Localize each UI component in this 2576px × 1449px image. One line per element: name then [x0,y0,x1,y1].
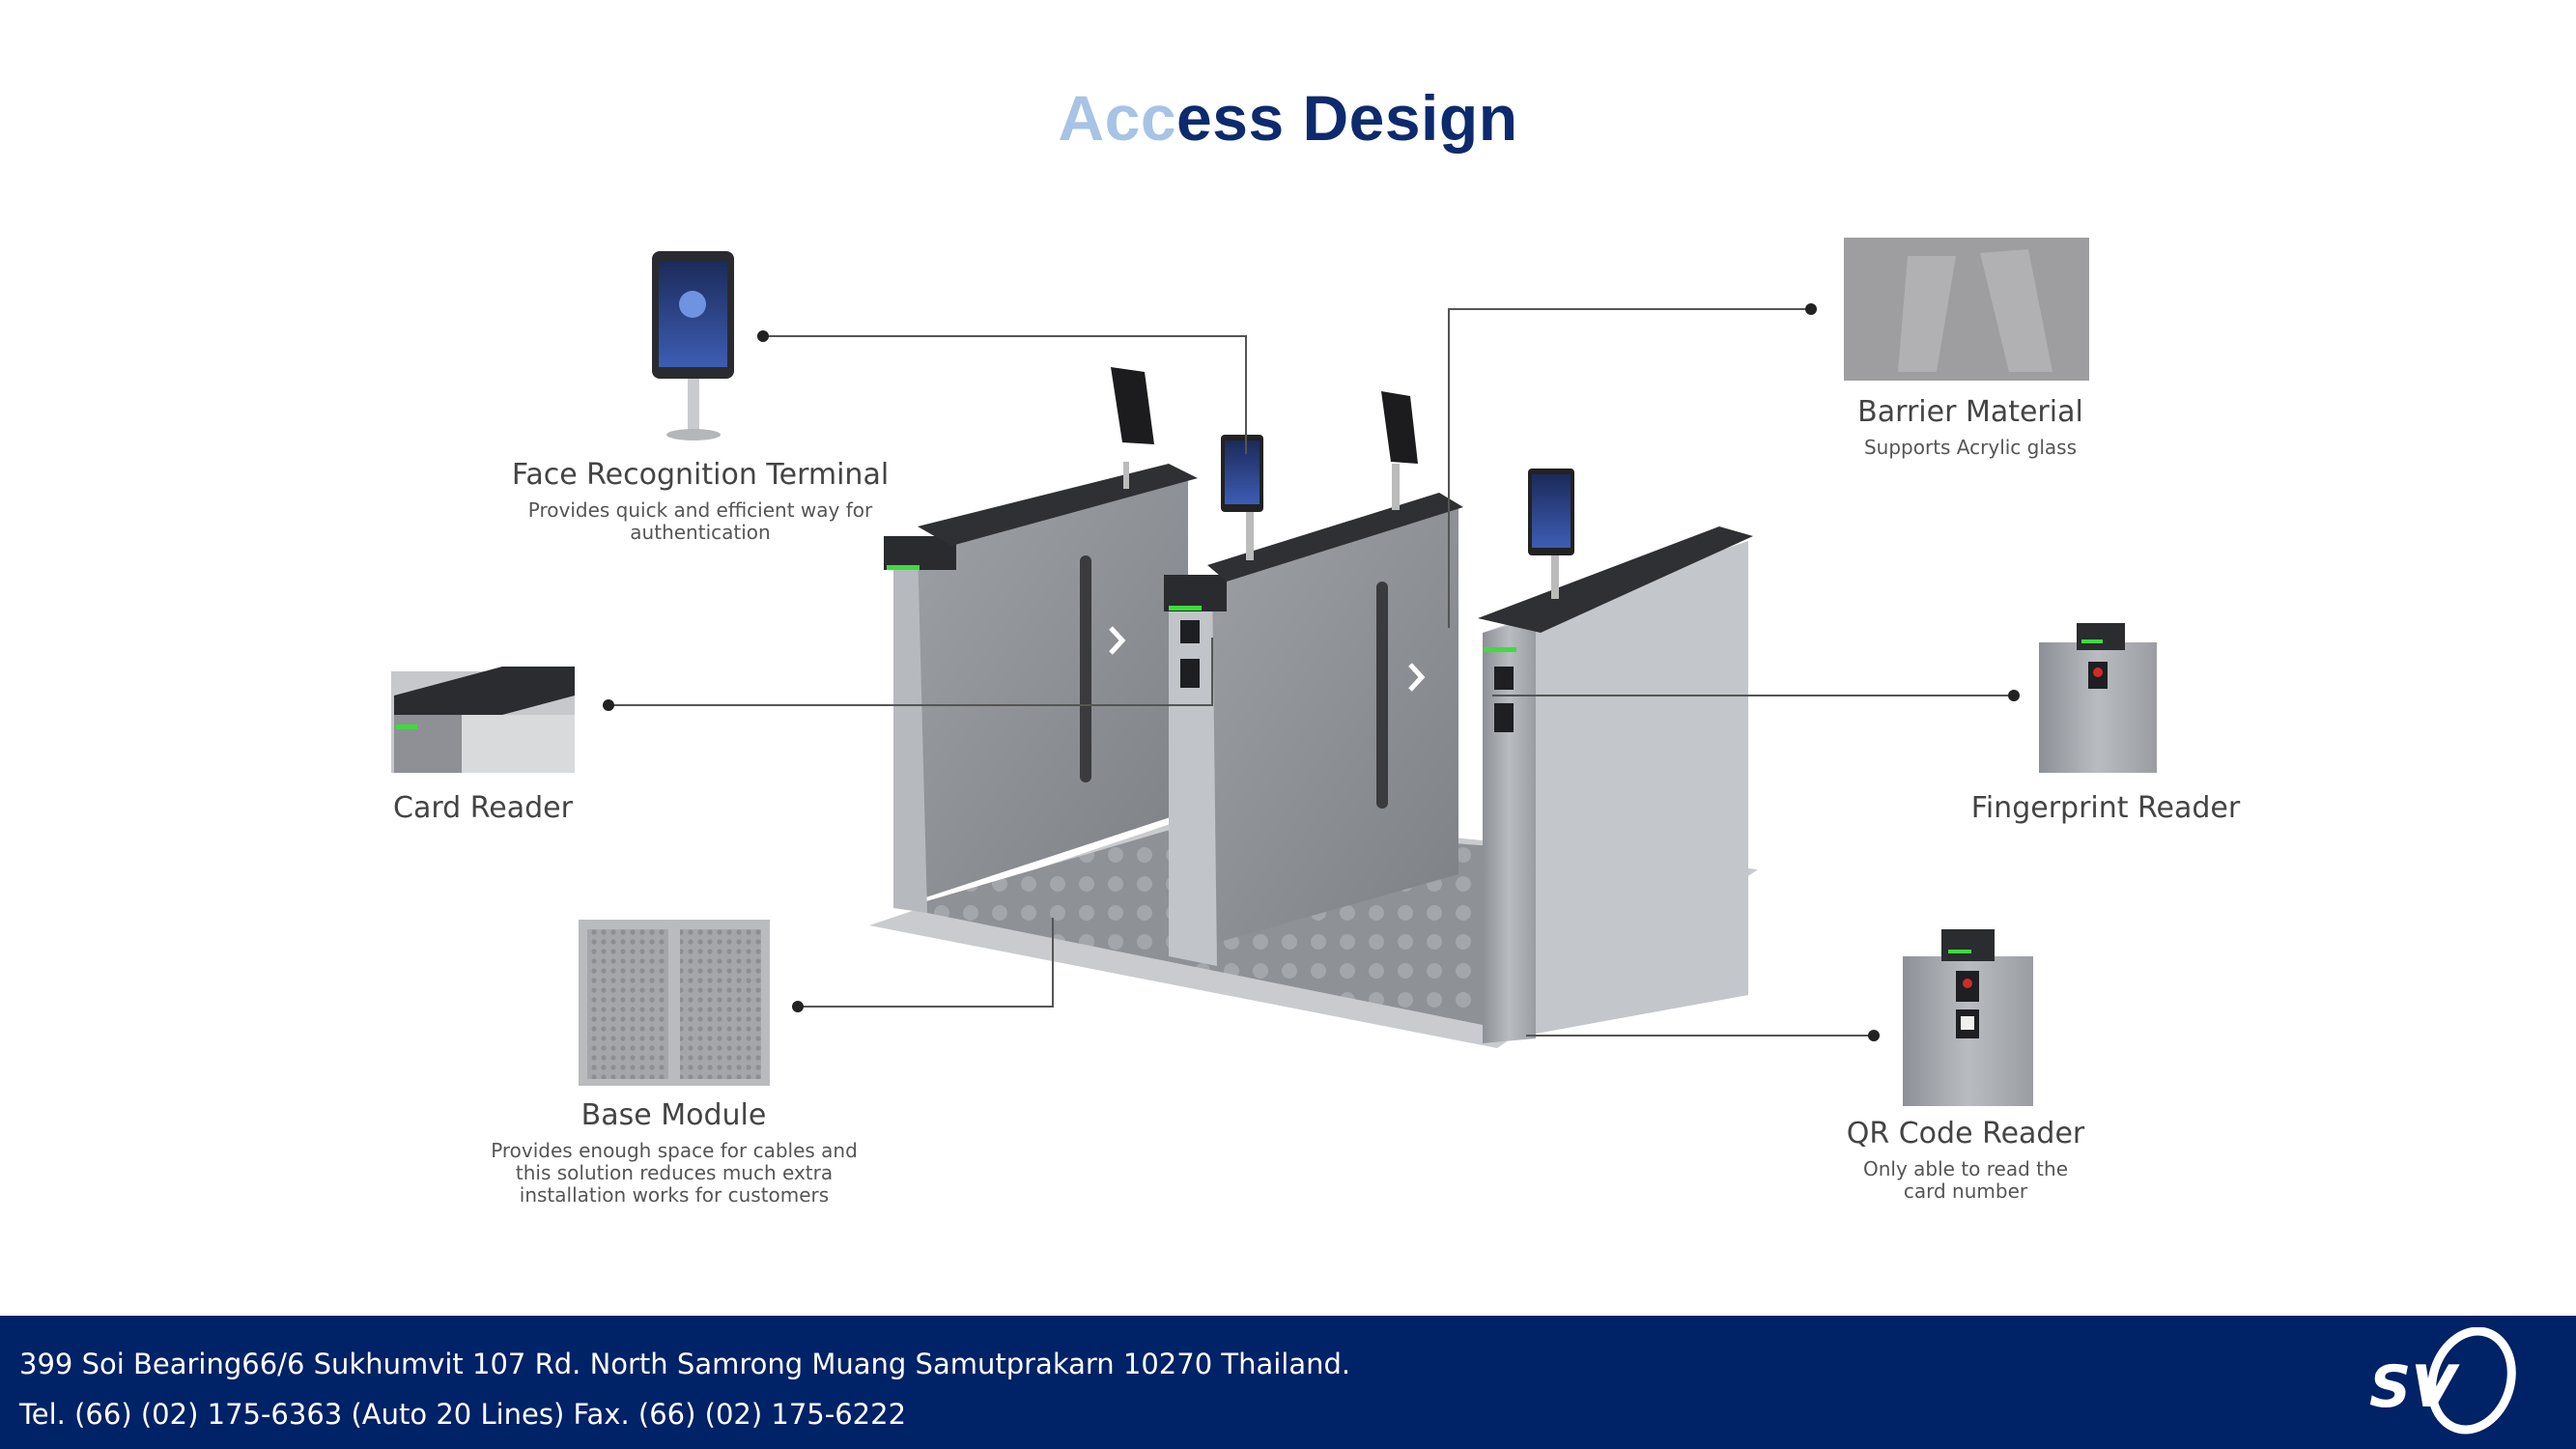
callout-dots [603,303,2020,1041]
title-part-light: Acc [1058,82,1177,154]
face-recognition-label: Face Recognition Terminal Provides quick… [502,457,898,544]
footer-bar: 399 Soi Bearing66/6 Sukhumvit 107 Rd. No… [0,1316,2576,1449]
qr-code-reader-name: QR Code Reader [1846,1117,2085,1151]
product-illustration [391,238,2157,1106]
turnstile-cabinet-middle [1164,493,1463,966]
turnstile-terminals [1111,367,1574,599]
company-logo: SV [2369,1327,2516,1435]
qr-code-reader-desc: Only able to read the card number [1863,1157,2068,1203]
footer-contact-block: 399 Soi Bearing66/6 Sukhumvit 107 Rd. No… [19,1339,1350,1439]
fingerprint-reader-name: Fingerprint Reader [1970,791,2241,825]
base-module-desc: Provides enough space for cables and thi… [491,1139,858,1207]
face-recognition-desc: Provides quick and efficient way for aut… [527,498,873,544]
card-reader-name: Card Reader [393,791,573,825]
base-module-label: Base Module Provides enough space for ca… [464,1097,884,1207]
face-recognition-name: Face Recognition Terminal [511,458,890,492]
footer-address: 399 Soi Bearing66/6 Sukhumvit 107 Rd. No… [19,1348,1351,1380]
fingerprint-reader-label: Fingerprint Reader [1961,790,2250,827]
barrier-material-desc: Supports Acrylic glass [1863,436,2078,459]
base-module-name: Base Module [580,1098,767,1132]
card-reader-image [391,667,575,773]
title-part-dark: ess Design [1176,82,1518,154]
qr-code-reader-image [1903,929,2033,1106]
barrier-material-label: Barrier Material Supports Acrylic glass [1835,394,2106,459]
qr-code-reader-label: QR Code Reader Only able to read the car… [1840,1116,2091,1203]
turnstile-cabinet-right [1478,526,1753,1043]
page-title: Access Design [0,81,2576,155]
face-terminal-image [652,251,734,440]
barrier-material-image [1844,238,2089,381]
footer-phone-fax: Tel. (66) (02) 175-6363 (Auto 20 Lines) … [19,1398,907,1431]
callout-lines [609,308,2014,1037]
turnstile-cabinet-left [884,464,1198,913]
base-module-image [579,920,770,1086]
barrier-material-name: Barrier Material [1857,395,2083,429]
gate-arrow-icons [1109,626,1426,692]
card-reader-label: Card Reader [386,790,580,827]
fingerprint-reader-image [2039,623,2157,773]
logo-text: SV [2369,1353,2460,1421]
